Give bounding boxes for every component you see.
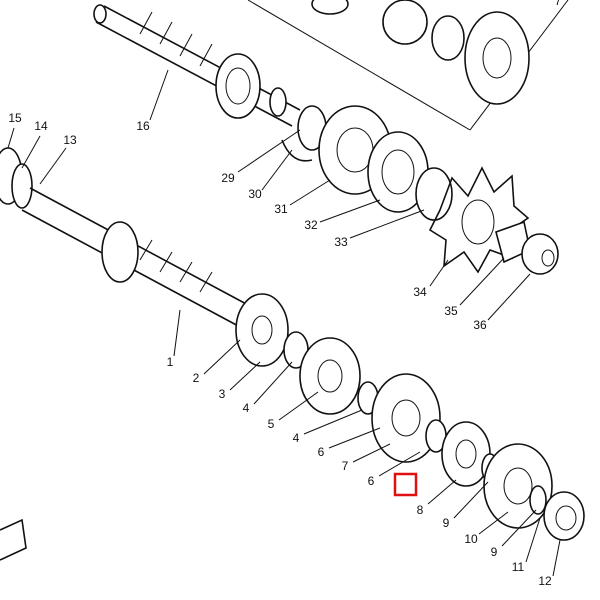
part-label-4: 4 [243, 401, 250, 415]
part-label-8: 8 [417, 503, 424, 517]
part-label-31: 31 [274, 202, 288, 216]
upper-shaft-16 [93, 4, 301, 127]
part-label-15: 15 [8, 111, 22, 125]
main-shaft-gears [283, 331, 585, 541]
part-label-33: 33 [334, 235, 348, 249]
part-label-30: 30 [248, 187, 262, 201]
part-label-4: 4 [293, 431, 300, 445]
part-label-29: 29 [221, 171, 235, 185]
main-shaft-1 [0, 147, 289, 367]
part-number-labels: 1234546768910911121314151629303132333435… [8, 0, 561, 588]
highlight-box [393, 472, 418, 497]
part-label-14: 14 [34, 119, 48, 133]
inset-gears [311, 0, 530, 105]
part-label-35: 35 [444, 304, 458, 318]
part-label-9: 9 [491, 545, 498, 559]
part-label-1: 1 [167, 355, 174, 369]
part-label-9: 9 [443, 516, 450, 530]
corner-stamp [0, 518, 27, 561]
part-label-34: 34 [413, 285, 427, 299]
part-label-3: 3 [219, 387, 226, 401]
part-label-10: 10 [464, 532, 478, 546]
part-label-7: 7 [342, 459, 349, 473]
part-label-12: 12 [538, 574, 552, 588]
part-label-2: 2 [193, 371, 200, 385]
part-label-16: 16 [136, 119, 150, 133]
part-label-13: 13 [63, 133, 77, 147]
part-label-32: 32 [304, 218, 318, 232]
part-label-6: 6 [318, 445, 325, 459]
part-label-5: 5 [268, 417, 275, 431]
part-label-7: 7 [555, 0, 562, 8]
part-label-36: 36 [473, 318, 487, 332]
bearing-set [281, 105, 453, 221]
leader-lines [7, 69, 561, 577]
part-label-11: 11 [512, 560, 525, 574]
sprocket-assembly [428, 166, 559, 275]
part-label-6: 6 [368, 474, 375, 488]
